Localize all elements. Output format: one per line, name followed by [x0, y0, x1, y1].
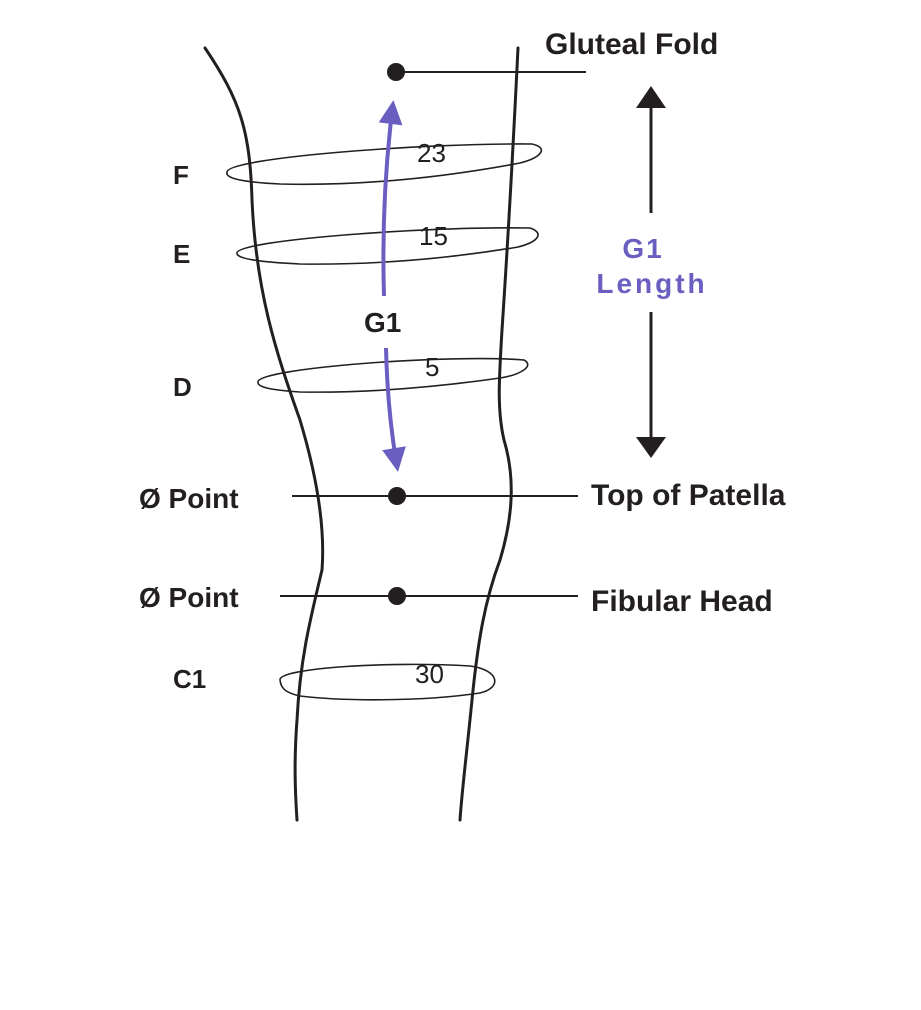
fibular-head-label: Fibular Head [591, 585, 773, 618]
fibular-head-dot [388, 587, 406, 605]
leg-outline-left [203, 46, 325, 822]
circumference-label-d: D [173, 372, 192, 402]
circumference-label-f: F [173, 160, 189, 190]
circumference-ring-d [257, 357, 529, 393]
circumference-value-f: 23 [417, 138, 446, 168]
g1-length-label-line2: Length [596, 268, 707, 299]
g1-arrow-lower [382, 347, 406, 472]
leg-outline-right [458, 46, 520, 822]
circumference-value-c1: 30 [415, 659, 444, 689]
g1-length-arrow-down-head [636, 437, 666, 458]
circumference-ring-c1 [279, 663, 496, 701]
gluteal-fold-label: Gluteal Fold [545, 28, 718, 61]
zero-point-label-lower: Ø Point [139, 582, 239, 613]
g1-arrow-label: G1 [364, 307, 401, 338]
g1-length-label-line1: G1 [622, 233, 663, 264]
circumference-label-c1: C1 [173, 664, 206, 694]
top-of-patella-dot [388, 487, 406, 505]
circumference-label-e: E [173, 239, 190, 269]
circumference-ring-e [236, 227, 539, 265]
zero-point-label-upper: Ø Point [139, 483, 239, 514]
top-of-patella-label: Top of Patella [591, 479, 786, 512]
gluteal-fold-dot [387, 63, 405, 81]
circumference-ring-f [226, 143, 543, 186]
circumference-value-d: 5 [425, 352, 439, 382]
g1-arrow-upper [378, 100, 403, 297]
circumference-value-e: 15 [419, 221, 448, 251]
g1-length-arrow-up-head [636, 86, 666, 108]
